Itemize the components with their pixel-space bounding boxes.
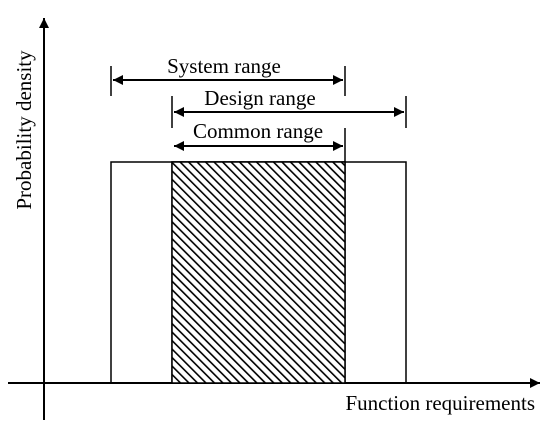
design-range-label: Design range: [204, 86, 315, 110]
x-axis-label: Function requirements: [345, 391, 535, 415]
common-range-hatched-area: [171, 161, 346, 384]
system-range-label: System range: [167, 54, 281, 78]
y-axis-label: Probability density: [12, 50, 36, 210]
common-range-label: Common range: [193, 119, 323, 143]
